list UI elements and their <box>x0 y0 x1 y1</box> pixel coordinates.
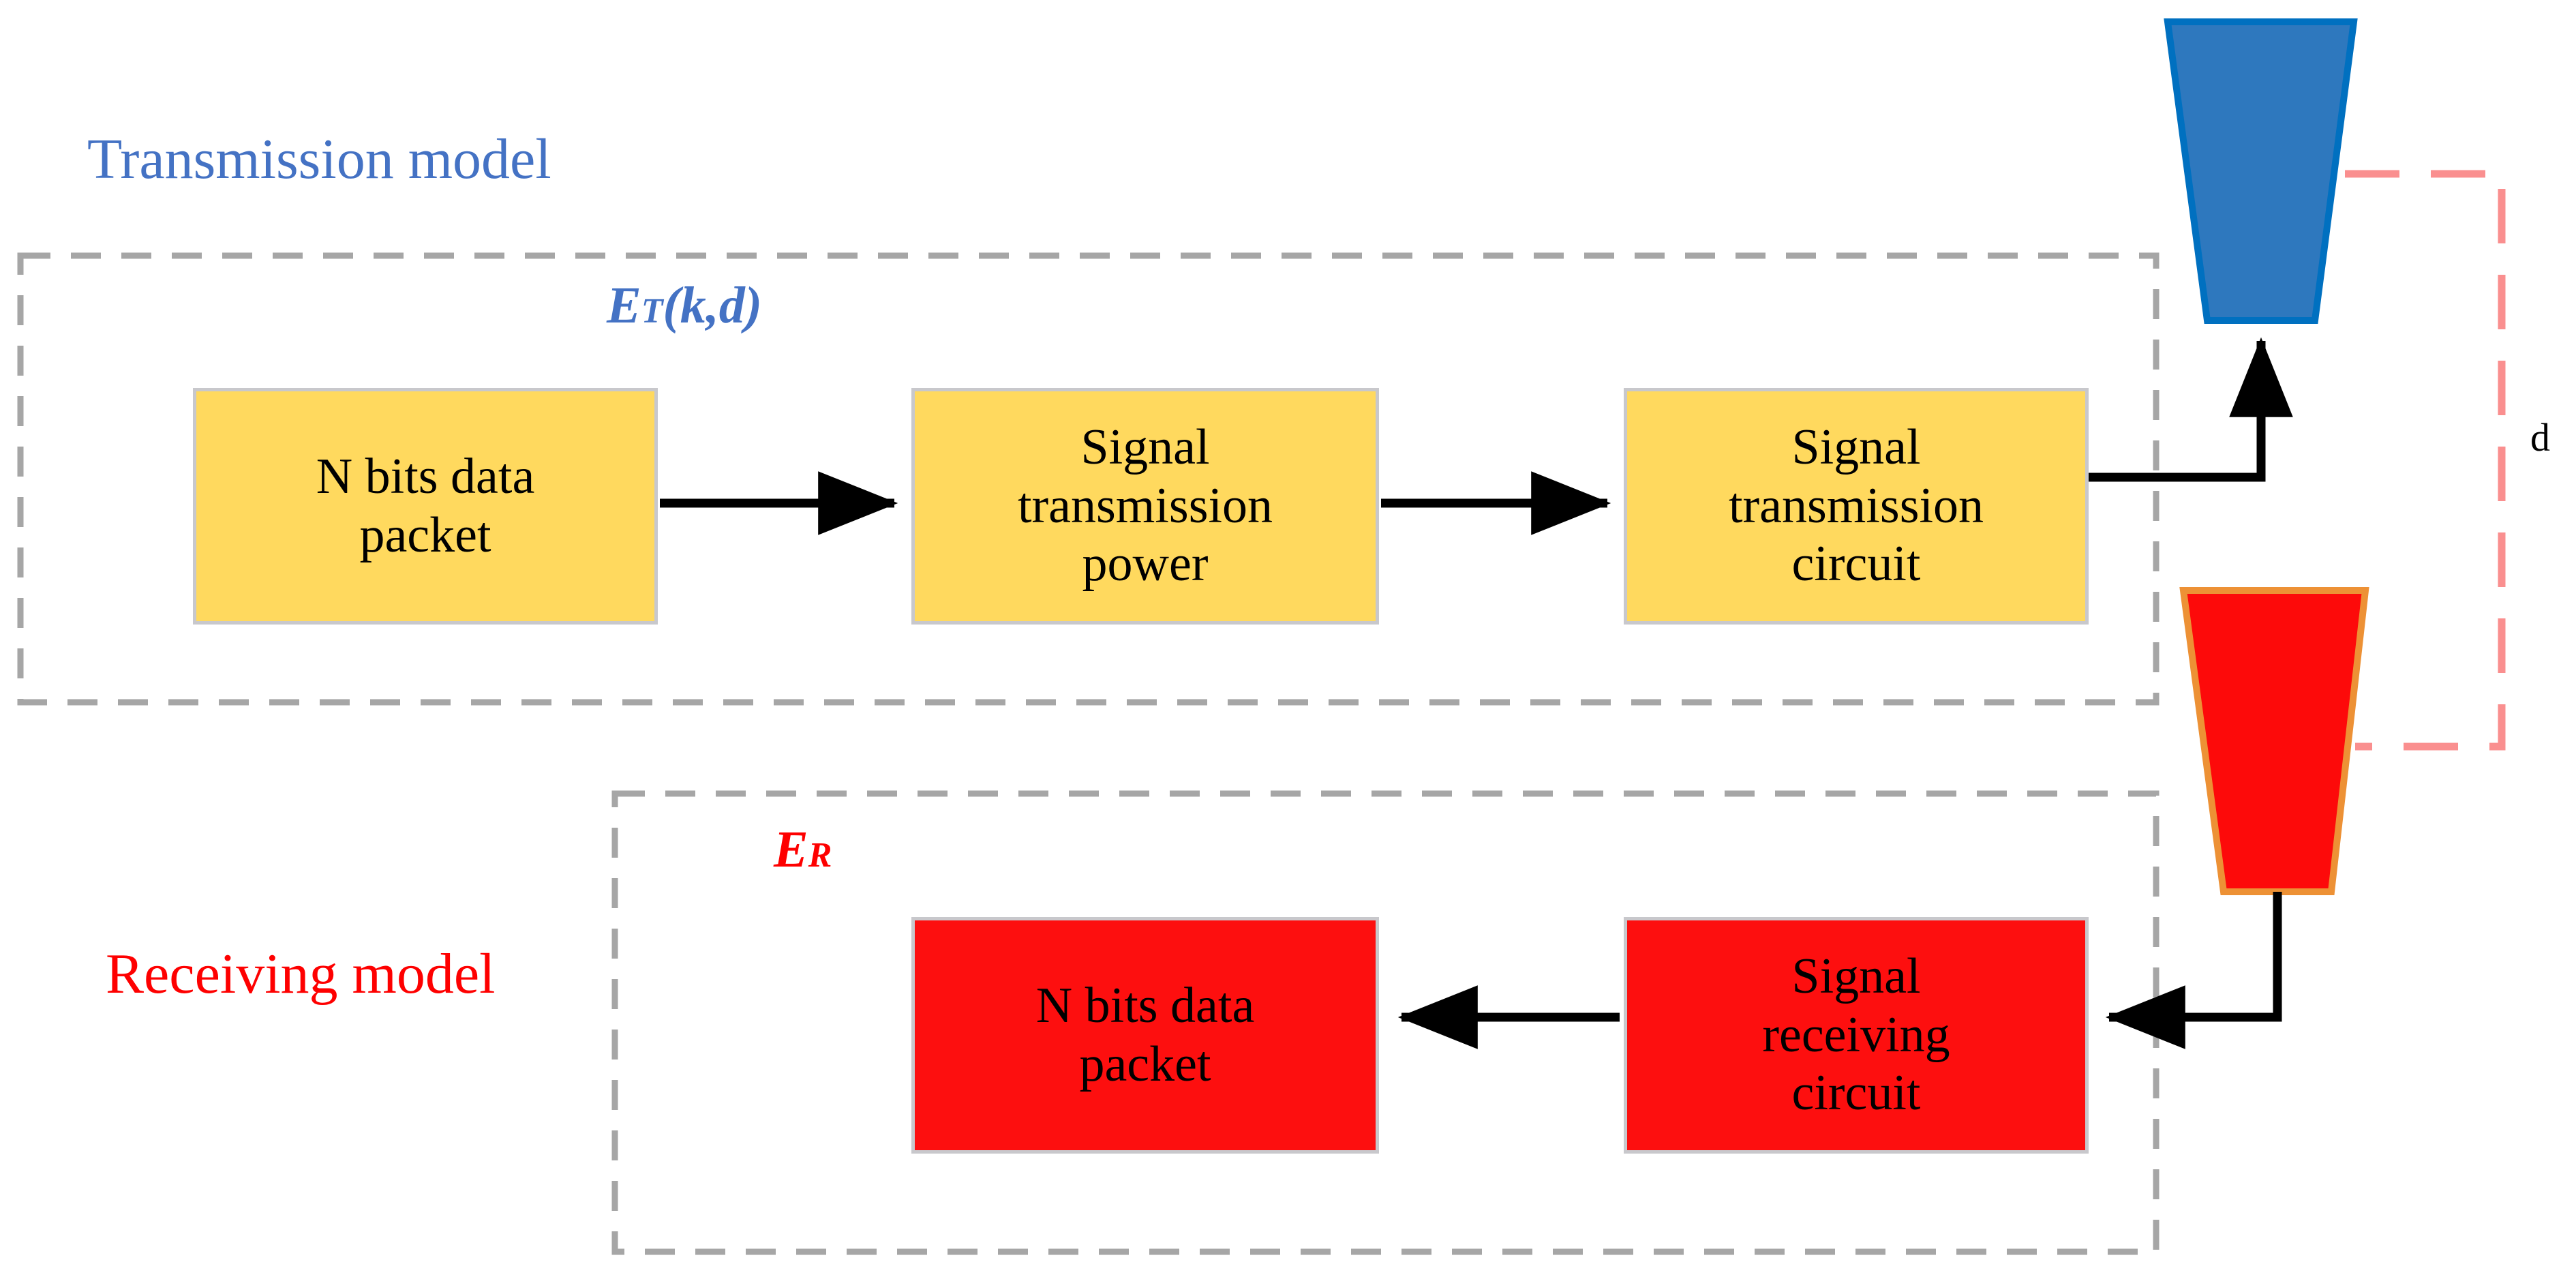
arrow-receive-antenna-to-circuit <box>2105 892 2282 1049</box>
node-line-1: N bits data <box>1035 977 1255 1034</box>
node-signal-receiving-circuit[interactable]: Signal receiving circuit <box>1624 917 2089 1154</box>
arrow-circuit-to-transmit-antenna <box>2088 337 2293 482</box>
energy-subscript: R <box>808 836 832 875</box>
node-line-2: transmission <box>1728 477 1984 534</box>
node-line-2: receiving <box>1762 1006 1950 1063</box>
node-line-2: transmission <box>1017 477 1273 534</box>
node-line-2: packet <box>359 507 491 563</box>
node-label: Signal transmission circuit <box>1729 419 1984 594</box>
energy-transmit-label: ET(k,d) <box>607 276 762 335</box>
node-line-3: circuit <box>1791 536 1921 592</box>
node-line-3: circuit <box>1791 1065 1921 1122</box>
node-n-bits-data-packet-tx[interactable]: N bits data packet <box>193 388 658 625</box>
transmission-model-group-box <box>17 252 2160 706</box>
node-line-1: N bits data <box>316 448 535 505</box>
energy-symbol: E <box>607 277 641 334</box>
transmit-antenna <box>2164 18 2358 324</box>
node-line-1: Signal <box>1080 419 1210 475</box>
node-line-1: Signal <box>1791 419 1921 475</box>
energy-receive-label: ER <box>774 820 832 880</box>
distance-bracket <box>2345 170 2506 751</box>
node-signal-transmission-circuit[interactable]: Signal transmission circuit <box>1624 388 2089 625</box>
node-label: Signal transmission power <box>1018 419 1273 594</box>
node-n-bits-data-packet-rx[interactable]: N bits data packet <box>911 917 1379 1154</box>
receiving-model-title: Receiving model <box>106 942 496 1006</box>
distance-label: d <box>2530 415 2550 460</box>
node-line-2: packet <box>1079 1036 1211 1092</box>
transmission-model-title: Transmission model <box>87 127 551 191</box>
energy-subscript: T <box>641 292 663 331</box>
node-label: Signal receiving circuit <box>1762 948 1950 1123</box>
energy-arguments: (k,d) <box>663 277 763 334</box>
node-label: N bits data packet <box>1036 977 1255 1094</box>
node-label: N bits data packet <box>316 448 535 565</box>
node-line-3: power <box>1082 536 1209 592</box>
node-signal-transmission-power[interactable]: Signal transmission power <box>911 388 1379 625</box>
receive-antenna <box>2179 587 2369 895</box>
energy-symbol: E <box>774 821 808 878</box>
node-line-1: Signal <box>1791 948 1921 1004</box>
